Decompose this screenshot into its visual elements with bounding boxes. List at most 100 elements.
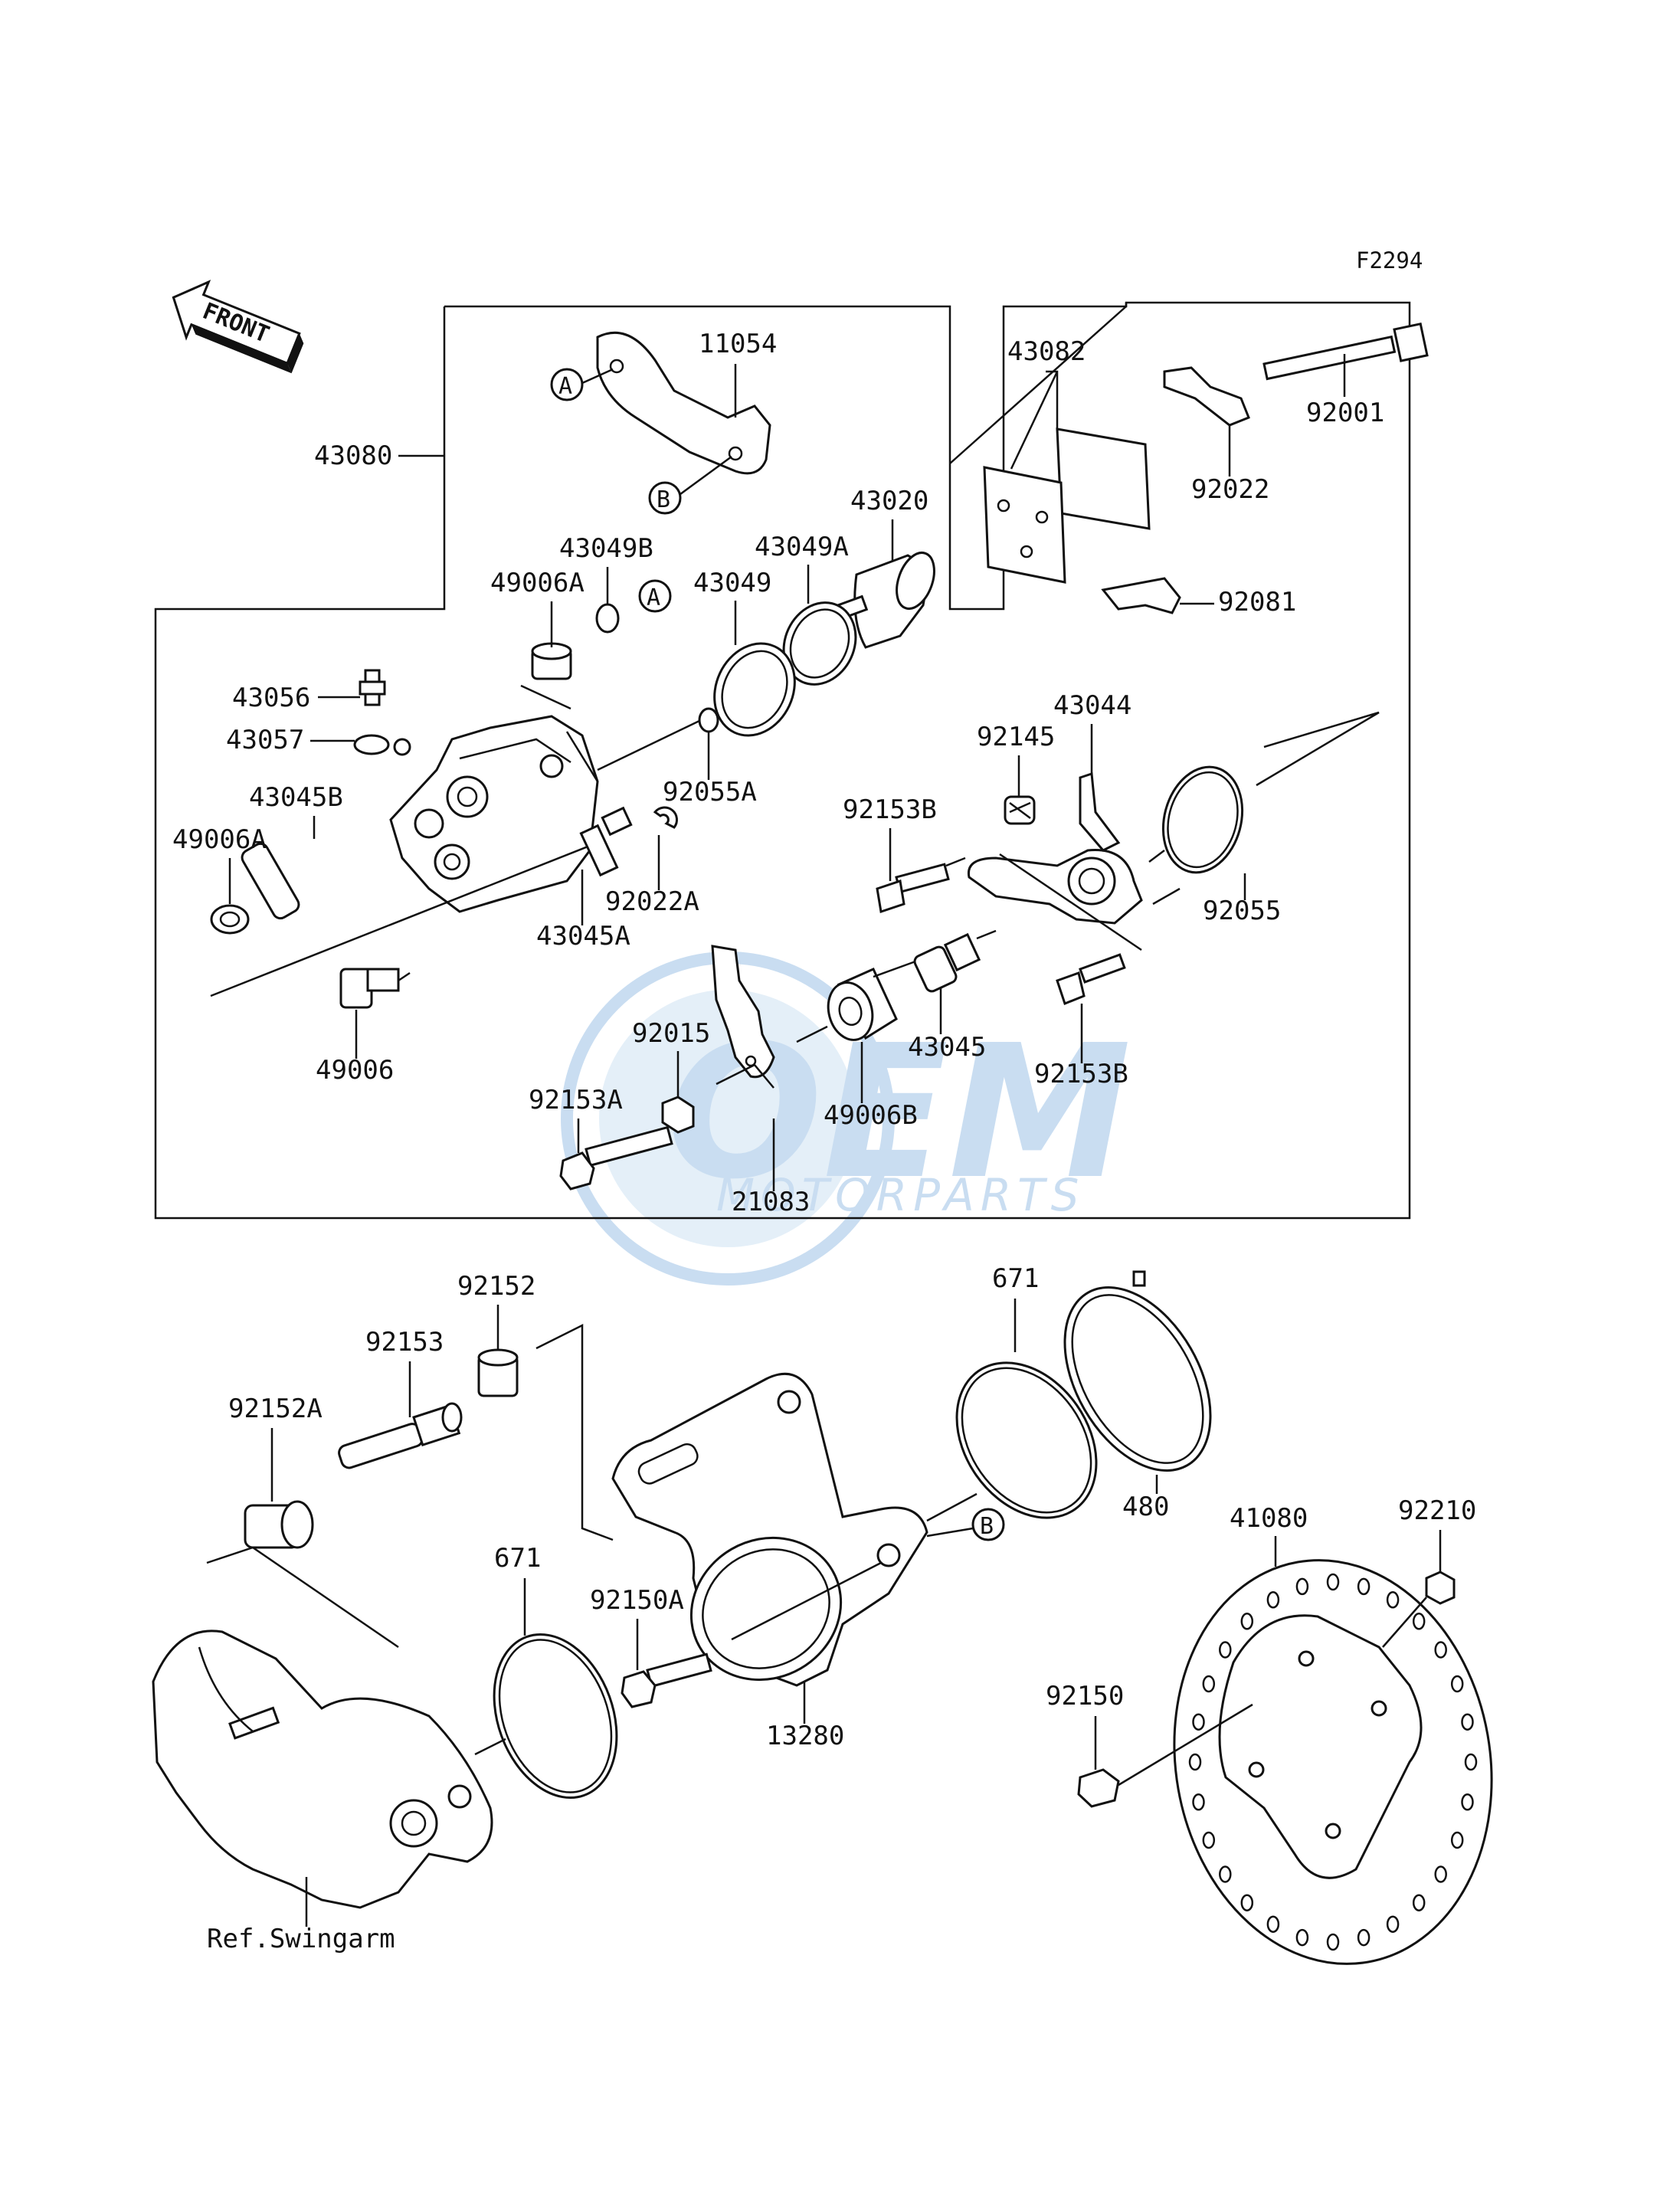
swingarm-reference (152, 1629, 493, 1909)
plate-21083 (711, 945, 775, 1079)
disc-hole (1219, 1641, 1232, 1659)
label-92055A: 92055A (663, 777, 757, 807)
oring-671-top (955, 1361, 1098, 1519)
disc-hole (1386, 1591, 1400, 1609)
label-43049B: 43049B (559, 533, 653, 564)
disc-hole (1464, 1753, 1478, 1771)
label-43082: 43082 (1007, 336, 1086, 367)
pin-92001 (1262, 322, 1429, 381)
disc-hole (1240, 1613, 1254, 1630)
label-43020: 43020 (850, 486, 928, 516)
label-49006A-left: 49006A (172, 824, 267, 855)
label-43044: 43044 (1053, 690, 1131, 721)
oem-motorparts-watermark: OEM MOTORPARTS (561, 951, 1131, 1286)
disc-hole (1450, 1831, 1464, 1849)
ref-swingarm-label: Ref.Swingarm (207, 1924, 395, 1954)
pad-group-divider (949, 303, 1128, 464)
oring-92055 (1161, 765, 1244, 874)
brake-disc-41080 (1173, 1559, 1493, 1965)
callout-b-2: B (980, 1513, 994, 1540)
disc-hole (1295, 1577, 1309, 1596)
label-92150: 92150 (1046, 1681, 1124, 1711)
stud-92153 (338, 1402, 463, 1469)
disc-hole (1386, 1915, 1400, 1933)
label-41080: 41080 (1230, 1503, 1308, 1534)
label-92015: 92015 (632, 1018, 710, 1049)
disc-hole (1188, 1753, 1202, 1771)
nut-92210 (1425, 1571, 1456, 1605)
label-43045B: 43045B (249, 782, 343, 813)
hanger-13280 (611, 1372, 928, 1687)
bolt-92150A (621, 1652, 712, 1708)
disc-hole (1434, 1865, 1447, 1883)
bearing-49006B (827, 968, 898, 1041)
label-92153B-top: 92153B (843, 794, 937, 825)
disc-hole (1192, 1793, 1205, 1811)
label-92055: 92055 (1203, 896, 1281, 926)
disc-hole (1326, 1933, 1340, 1951)
label-43045A: 43045A (536, 921, 630, 951)
bolt-92153B-bottom (1056, 953, 1126, 1005)
label-671-bottom: 671 (494, 1543, 541, 1574)
bushing-49006A-left (210, 904, 250, 935)
disc-hole (1192, 1713, 1205, 1731)
oring-671-bottom (493, 1633, 618, 1800)
washer-43049B (595, 603, 620, 634)
label-92081: 92081 (1218, 587, 1296, 617)
label-43045: 43045 (908, 1032, 986, 1063)
label-43057: 43057 (226, 725, 304, 755)
callout-b-2-circle (971, 1508, 1005, 1541)
bolt-92150 (1077, 1768, 1120, 1808)
front-direction-arrow: FRONT (172, 280, 304, 374)
label-11054: 11054 (699, 329, 777, 359)
disc-hole (1461, 1793, 1474, 1811)
label-49006: 49006 (316, 1055, 394, 1086)
label-480: 480 (1122, 1492, 1169, 1522)
oring-92055A (698, 707, 719, 733)
disc-hole (1240, 1894, 1254, 1911)
label-92152: 92152 (457, 1271, 535, 1302)
clip-92022 (1163, 366, 1250, 427)
callout-b-1: B (657, 486, 670, 513)
disc-hole (1202, 1831, 1216, 1849)
seal-43049A (782, 601, 857, 686)
watermark-globe-inner (599, 990, 856, 1247)
lever-43044 (967, 771, 1143, 925)
disc-hole (1412, 1613, 1426, 1630)
label-92153: 92153 (365, 1327, 444, 1358)
clip-92022A (653, 806, 678, 829)
disc-hole (1219, 1865, 1232, 1883)
label-92153B-bottom: 92153B (1034, 1059, 1128, 1089)
label-92022A: 92022A (605, 886, 699, 917)
label-43049: 43049 (693, 568, 771, 598)
bolt-92153A (559, 1125, 673, 1191)
label-671-top: 671 (992, 1263, 1039, 1294)
figure-code: F2294 (1356, 247, 1423, 273)
label-92150A: 92150A (590, 1585, 684, 1616)
disc-hole (1357, 1577, 1371, 1596)
label-92001: 92001 (1306, 398, 1384, 428)
brake-pads-43082 (983, 427, 1151, 584)
bushing-49006 (339, 968, 400, 1009)
sleeve-92152A (244, 1500, 314, 1549)
label-92145: 92145 (977, 722, 1055, 752)
label-92210: 92210 (1398, 1495, 1476, 1526)
label-21083: 21083 (732, 1187, 810, 1217)
pin-43045B (241, 842, 300, 920)
caliper-body (389, 715, 599, 913)
bolt-92153B-top (876, 863, 950, 913)
label-13280: 13280 (766, 1721, 844, 1751)
ring-480 (1063, 1286, 1212, 1472)
disc-hole (1461, 1713, 1474, 1731)
disc-hole (1326, 1573, 1340, 1591)
label-43049A: 43049A (755, 532, 849, 562)
spring-92081 (1101, 577, 1181, 614)
disc-hole (1266, 1915, 1280, 1933)
callout-a-1: A (558, 373, 572, 400)
pin-43045A (579, 806, 633, 877)
label-92153A: 92153A (529, 1085, 623, 1115)
collar-92152 (477, 1348, 519, 1397)
callout-a-2: A (647, 585, 660, 611)
